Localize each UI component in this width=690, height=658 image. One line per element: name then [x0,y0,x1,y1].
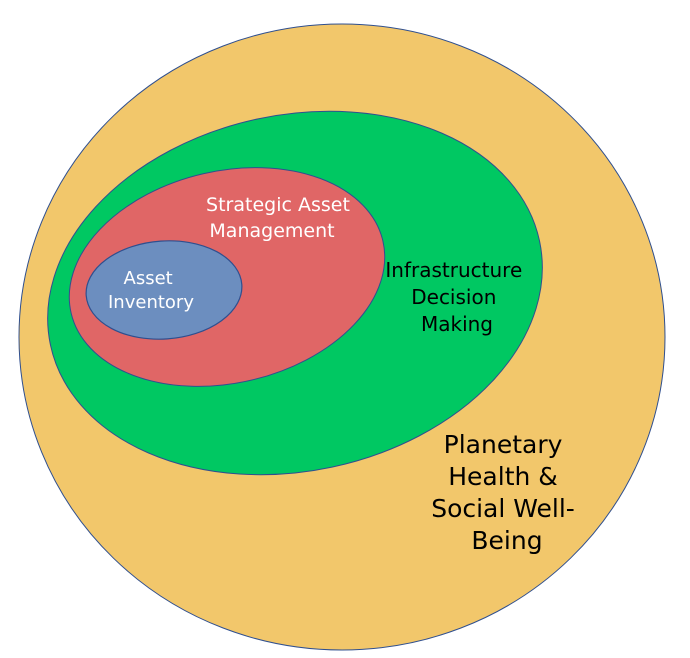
ring-planetary-health-label-line-2: Health & [448,462,558,491]
ring-planetary-health-label-line-3: Social Well- [431,494,575,523]
ring-planetary-health-label-line-1: Planetary [444,430,563,459]
ring-infrastructure-decision-making-label: Infrastructure Decision Making [385,258,528,336]
ring-asset-inventory-shape [85,240,243,340]
ring-strategic-asset-management-label-line-2: Management [209,220,334,242]
ring-infrastructure-decision-making-label-line-2: Decision [411,285,496,309]
ring-planetary-health-label: Planetary Health & Social Well- Being [431,430,583,555]
ring-planetary-health-label-line-4: Being [471,526,542,555]
ring-infrastructure-decision-making-label-line-3: Making [421,312,493,336]
ring-asset-inventory-label: Asset Inventory [108,268,194,313]
ring-infrastructure-decision-making-label-line-1: Infrastructure [385,258,522,282]
ring-asset-inventory: Asset Inventory [85,240,243,340]
ring-asset-inventory-label-line-2: Inventory [108,292,194,313]
ring-strategic-asset-management-label-line-1: Strategic Asset [206,194,350,216]
ring-asset-inventory-label-line-1: Asset [124,268,173,289]
ring-strategic-asset-management-label: Strategic Asset Management [206,194,356,242]
